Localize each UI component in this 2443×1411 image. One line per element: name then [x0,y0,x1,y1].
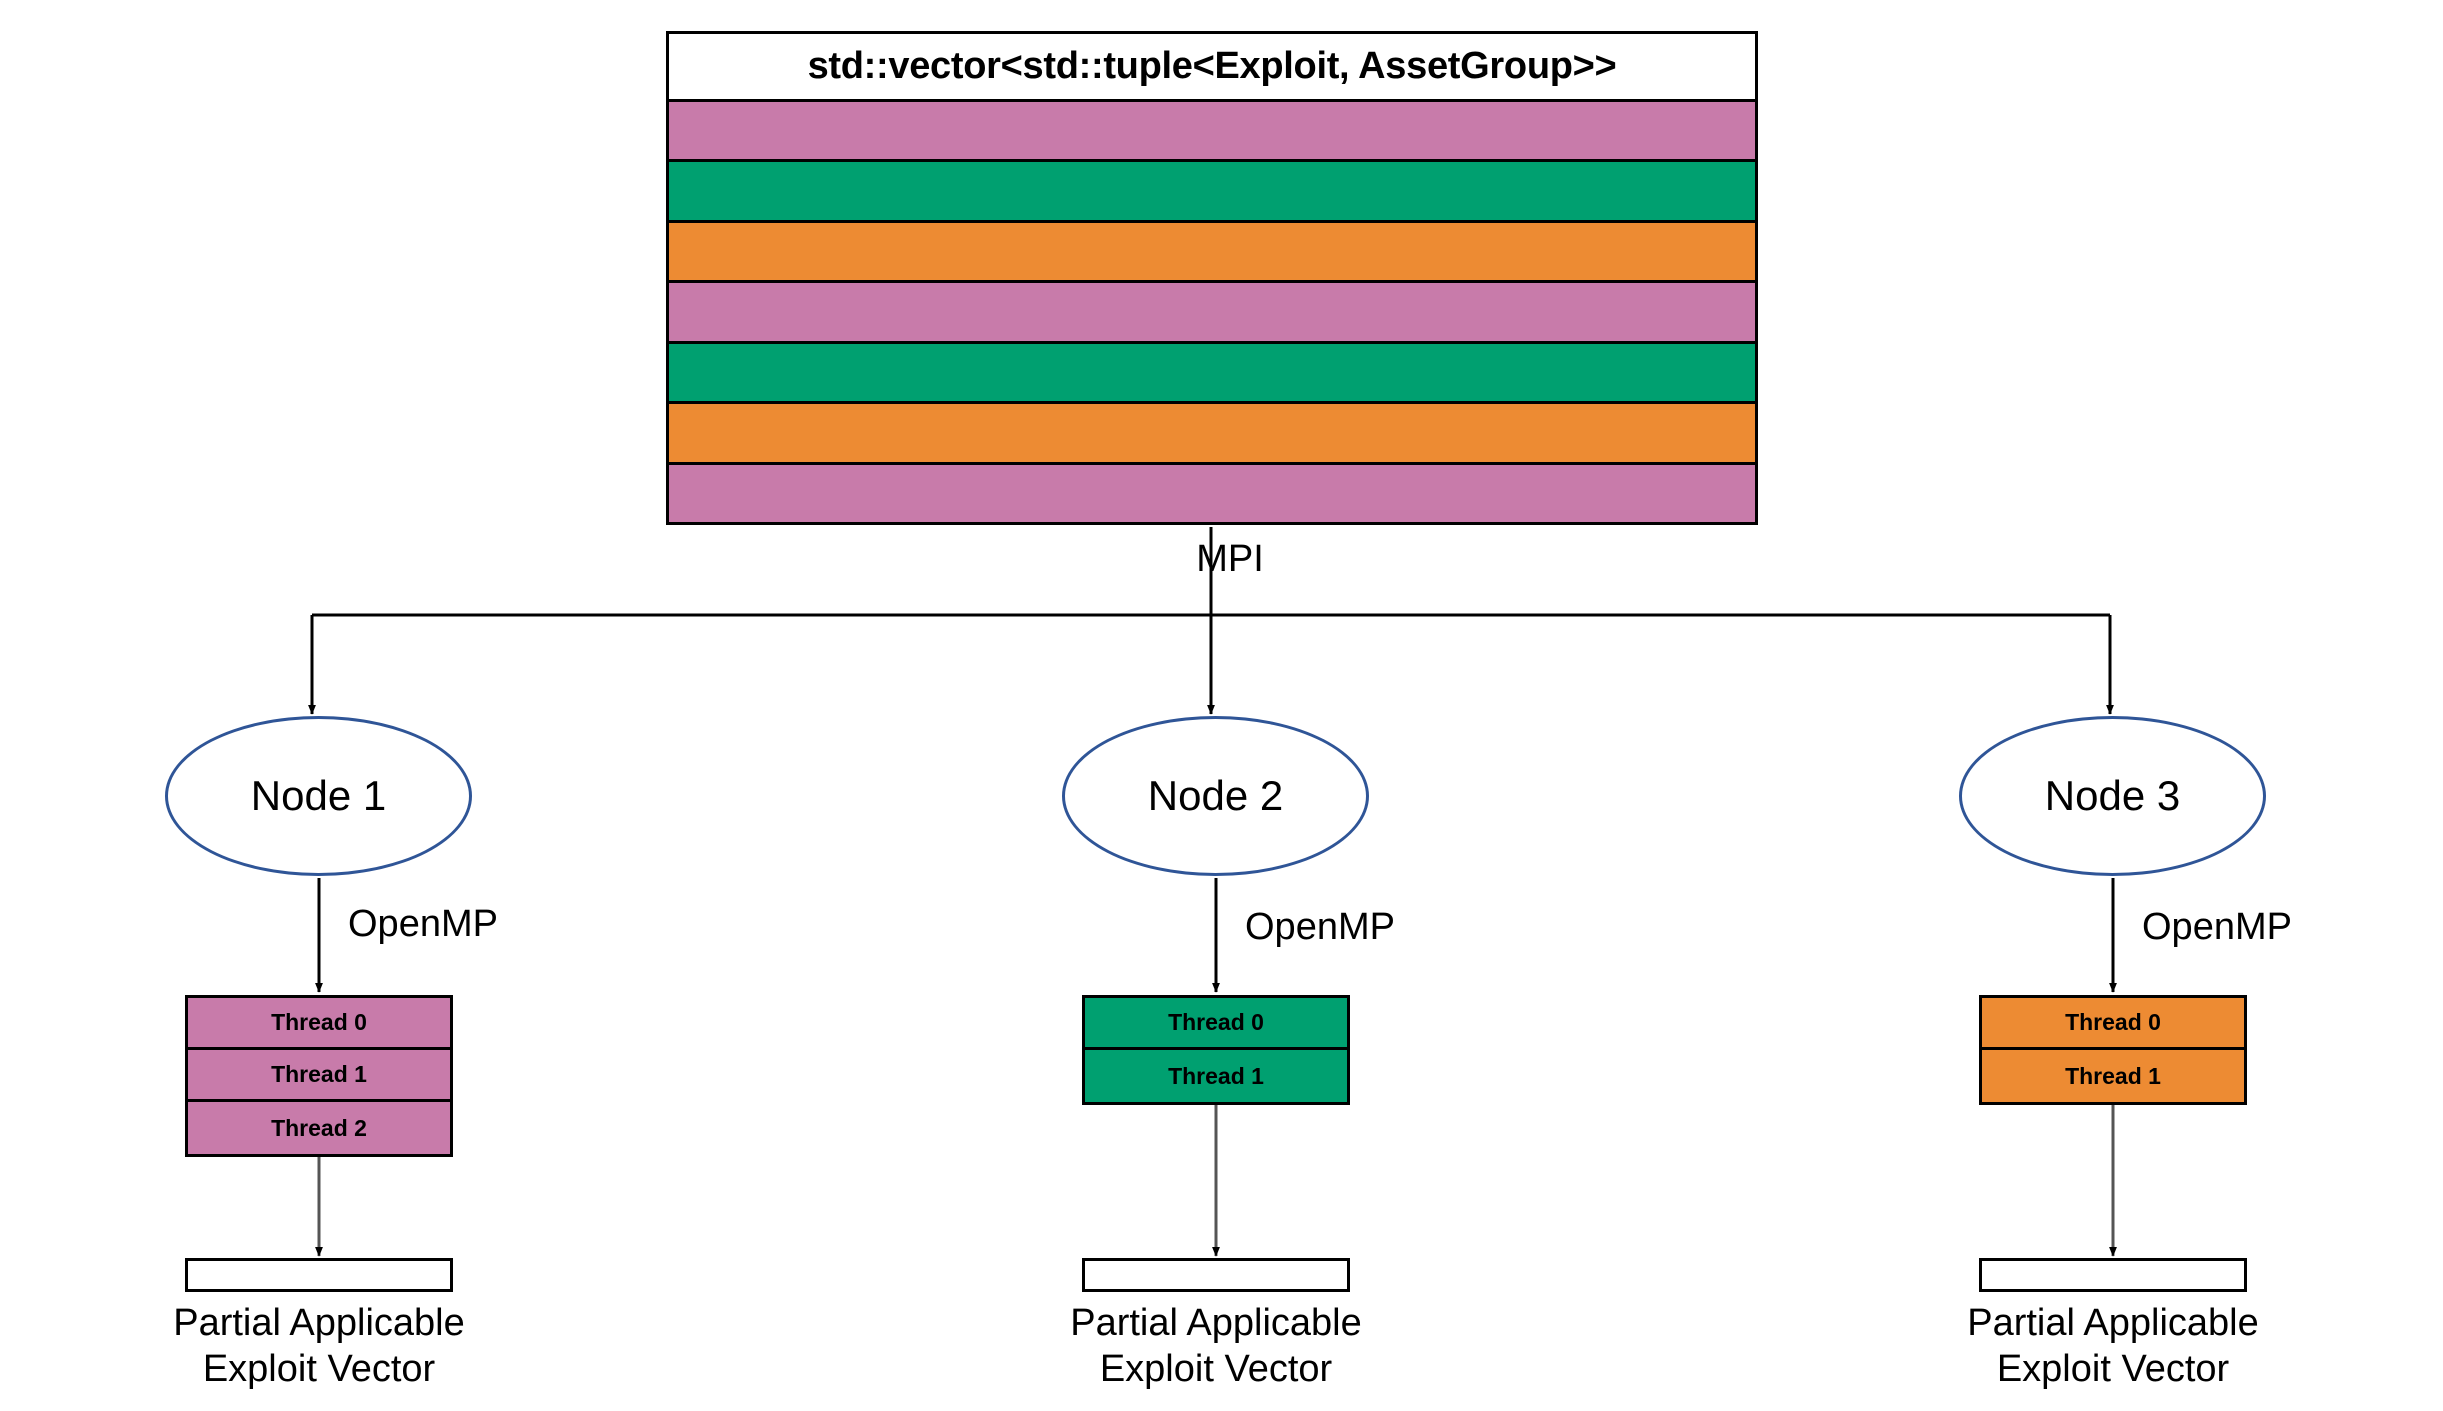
output-caption-node-2: Partial Applicable Exploit Vector [1006,1300,1426,1393]
output-vector-box-node-2 [1082,1258,1350,1292]
thread-row: Thread 1 [1982,1050,2244,1102]
vector-row [669,283,1755,344]
node-ellipse-node-3[interactable]: Node 3 [1959,716,2266,876]
node-ellipse-node-1[interactable]: Node 1 [165,716,472,876]
vector-row [669,343,1755,405]
thread-row: Thread 1 [1085,1050,1347,1102]
vector-type-title: std::vector<std::tuple<Exploit, AssetGro… [669,34,1755,102]
thread-row: Thread 0 [1982,998,2244,1050]
vector-row-list [669,102,1755,522]
node-label: Node 1 [250,772,387,819]
output-caption-line-2: Exploit Vector [1996,1348,2230,1391]
vector-row [669,222,1755,284]
openmp-label-node-1: OpenMP [348,903,498,945]
thread-row: Thread 2 [188,1102,450,1154]
output-caption-line-2: Exploit Vector [202,1348,436,1391]
thread-row: Thread 0 [1085,998,1347,1050]
node-label: Node 3 [2044,772,2181,819]
output-caption-node-3: Partial Applicable Exploit Vector [1903,1300,2323,1393]
output-vector-box-node-3 [1979,1258,2247,1292]
vector-row [669,404,1755,465]
vector-row [669,162,1755,223]
mpi-label: MPI [1196,538,1264,580]
node-label: Node 2 [1147,772,1284,819]
output-vector-box-node-1 [185,1258,453,1292]
openmp-label-node-2: OpenMP [1245,906,1395,948]
thread-row: Thread 1 [188,1050,450,1102]
master-exploit-vector-box: std::vector<std::tuple<Exploit, AssetGro… [666,31,1758,525]
output-caption-line-1: Partial Applicable [1070,1302,1362,1344]
thread-row: Thread 0 [188,998,450,1050]
output-caption-line-1: Partial Applicable [173,1302,465,1344]
output-caption-node-1: Partial Applicable Exploit Vector [109,1300,529,1393]
node-ellipse-node-2[interactable]: Node 2 [1062,716,1369,876]
output-caption-line-1: Partial Applicable [1967,1302,2259,1344]
vector-row [669,102,1755,163]
vector-row [669,464,1755,522]
openmp-label-node-3: OpenMP [2142,906,2292,948]
output-caption-line-2: Exploit Vector [1099,1348,1333,1391]
